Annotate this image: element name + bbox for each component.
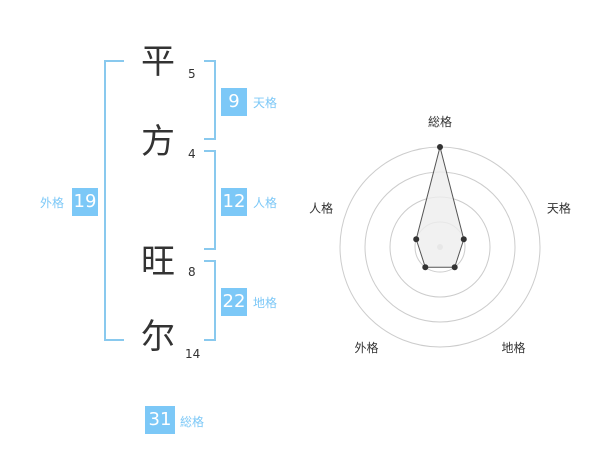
stroke-count-3: 8 [188, 265, 196, 279]
tenkaku-value: 9 [221, 88, 247, 116]
radar-point-3 [451, 264, 458, 271]
kanji-char-2: 方 [141, 122, 175, 162]
radar-axis-label-4: 外格 [355, 340, 379, 355]
gaikaku-bracket [104, 60, 124, 341]
radar-axis-label-5: 人格 [309, 200, 333, 215]
gaikaku-label: 外格 [40, 196, 65, 210]
radar-polygon [415, 146, 465, 268]
radar-points [413, 144, 467, 271]
jinkaku-bracket [204, 150, 216, 250]
radar-point-1 [437, 144, 443, 150]
stroke-count-4: 14 [185, 347, 201, 361]
gaikaku-value: 19 [72, 188, 98, 216]
radar-axis-label-3: 地格 [501, 340, 525, 355]
radar-series-area [415, 146, 465, 268]
radar-axis-label-2: 天格 [547, 200, 571, 215]
jinkaku-label: 人格 [253, 196, 278, 210]
radar-point-5 [413, 236, 420, 243]
kanji-char-4: 尔 [141, 317, 175, 357]
radar-axis-label-1: 総格 [428, 114, 452, 129]
tenkaku-label: 天格 [253, 96, 278, 110]
tenkaku-bracket [204, 60, 216, 140]
jinkaku-value: 12 [221, 188, 247, 216]
stroke-count-2: 4 [188, 147, 196, 161]
chikaku-bracket [204, 260, 216, 341]
stroke-count-1: 5 [188, 67, 196, 81]
kanji-char-1: 平 [141, 42, 175, 82]
soukaku-value: 31 [145, 406, 175, 434]
chikaku-value: 22 [221, 288, 247, 316]
radar-point-4 [422, 264, 429, 271]
chikaku-label: 地格 [253, 296, 278, 310]
soukaku-label: 総格 [180, 415, 205, 429]
kanji-char-3: 旺 [141, 242, 175, 282]
radar-point-2 [460, 236, 467, 243]
